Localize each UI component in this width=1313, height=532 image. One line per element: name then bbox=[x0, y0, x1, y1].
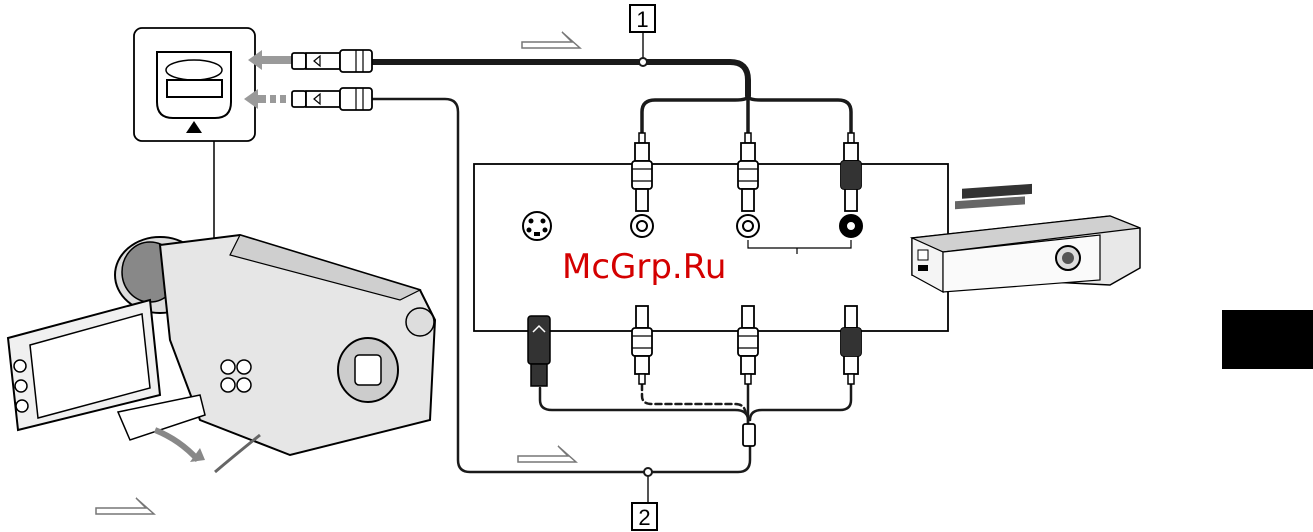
cable-2-label: 2 bbox=[638, 505, 650, 530]
rca-jack-icon bbox=[840, 215, 862, 237]
rca-jack-icon bbox=[737, 215, 759, 237]
rca-jack-icon bbox=[631, 215, 653, 237]
cable-1 bbox=[372, 62, 851, 132]
camcorder-icon bbox=[8, 235, 435, 472]
section-tab bbox=[1222, 310, 1313, 369]
s-video-jack-icon bbox=[523, 212, 551, 240]
signal-arrow-icon bbox=[522, 32, 580, 48]
signal-arrow-icon bbox=[96, 498, 154, 514]
av-plug-icon bbox=[292, 88, 372, 110]
cable-1-number-box: 1 bbox=[630, 5, 655, 32]
cable-2-junction bbox=[743, 424, 755, 446]
av-plug-icon bbox=[292, 50, 372, 72]
cable-2-number-box: 2 bbox=[632, 503, 657, 530]
s-video-plug-icon bbox=[528, 316, 550, 386]
watermark-text: McGrp.Ru bbox=[562, 247, 726, 287]
cable-1-label: 1 bbox=[636, 7, 648, 32]
signal-arrow-icon bbox=[518, 446, 576, 462]
